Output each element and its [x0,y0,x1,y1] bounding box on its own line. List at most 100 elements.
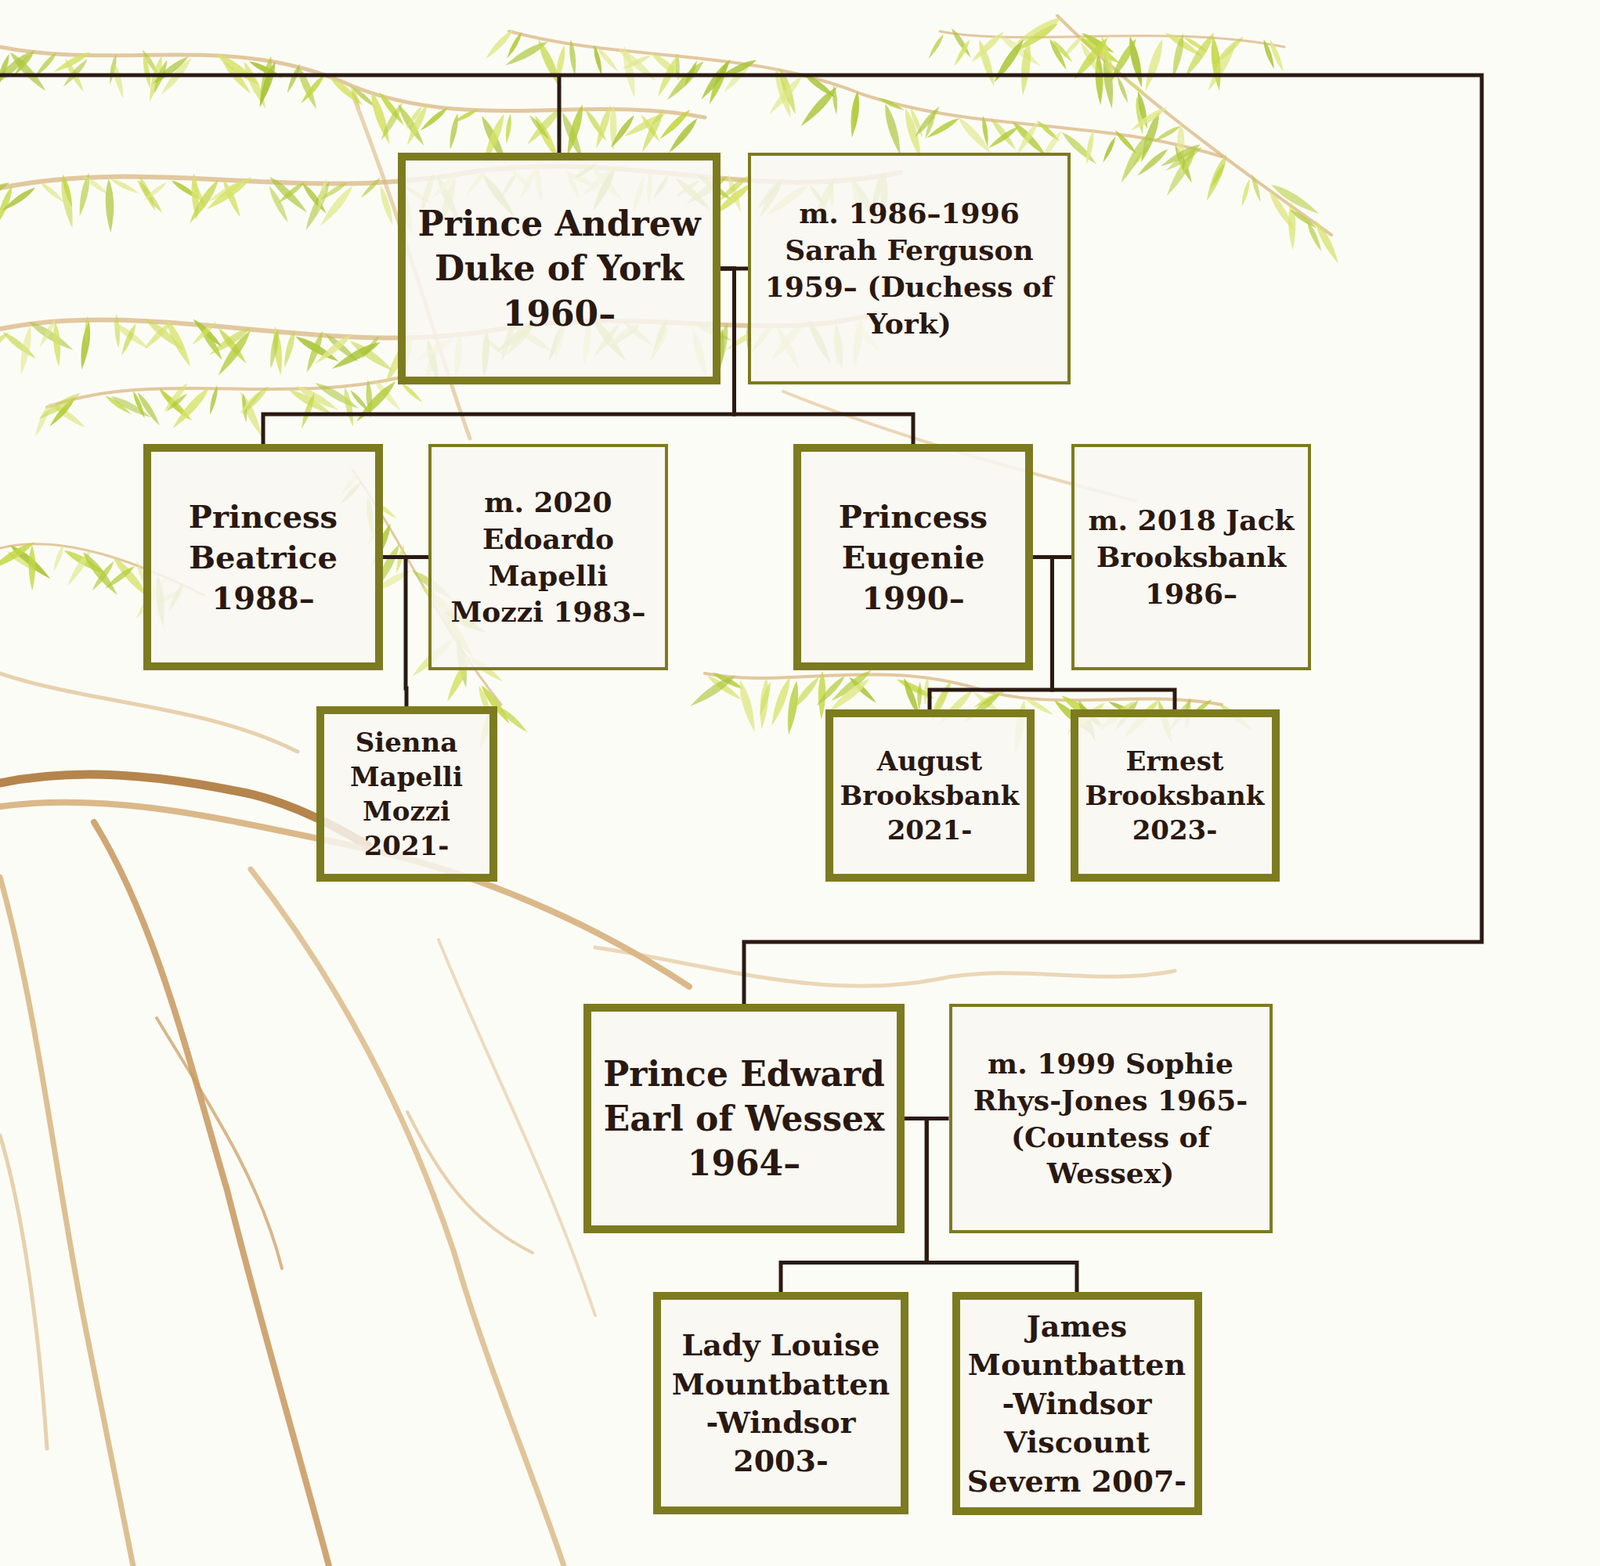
willow-leaf [26,317,76,354]
member-label: Prince Andrew Duke of York 1960– [411,201,707,336]
willow-leaf [32,400,53,438]
family-member-box: Prince Edward Earl of Wessex 1964– [583,1004,905,1234]
willow-leaf [768,675,795,728]
willow-leaf [281,328,298,369]
willow-leaf [697,57,734,102]
member-label: James Mountbatten -Windsor Viscount Seve… [964,1307,1190,1501]
willow-twig [46,375,408,408]
willow-leaf [28,545,36,591]
willow-leaf [367,90,394,146]
willow-leaf [353,379,398,426]
member-label: Prince Edward Earl of Wessex 1964– [597,1051,891,1187]
willow-leaf [119,322,138,358]
willow-branch [0,877,134,1566]
willow-leaf [108,176,140,196]
willow-leaf [563,103,586,158]
willow-leaf [1084,134,1095,164]
willow-twigs [0,15,1332,705]
family-member-box: James Mountbatten -Windsor Viscount Seve… [952,1292,1203,1516]
willow-leaf [592,104,614,150]
willow-leaf [37,317,58,349]
willow-leaf [980,115,990,147]
willow-leaf [666,115,701,156]
willow-leaf [169,384,213,431]
family-member-box: August Brooksbank 2021- [825,709,1035,882]
willow-leaf [1288,207,1319,231]
willow-leaf [36,390,84,423]
member-label: m. 1999 Sophie Rhys-Jones 1965- (Countes… [960,1045,1262,1192]
willow-leaf [0,329,39,362]
willow-leaf [0,49,33,91]
willow-leaf [110,59,127,100]
willow-branch [93,822,329,1566]
spouse-box: m. 2018 Jack Brooksbank 1986– [1071,444,1312,671]
member-label: m. 2020 Edoardo Mapelli Mozzi 1983– [439,483,658,631]
willow-leaf [798,83,841,130]
willow-leaf [758,677,771,730]
willow-leaf [214,328,254,378]
willow-leaf [829,667,875,705]
willow-branch [0,1135,47,1449]
willow-leaf [302,180,334,233]
willow-leaf [1202,152,1230,203]
parent-rail-line [0,75,1482,1005]
member-label: m. 2018 Jack Brooksbank 1986– [1082,502,1301,612]
willow-leaf [1249,173,1263,203]
willow-leaf [113,314,121,349]
willow-leaf [614,43,660,84]
willow-leaf [1094,53,1105,105]
willow-leaf [595,45,621,73]
willow-leaf [955,114,995,156]
willow-leaf [51,321,62,368]
willow-leaf [715,57,759,83]
willow-leaf [207,385,220,416]
willow-leaf [377,184,396,227]
willow-leaf [736,679,759,734]
willow-leaf [986,124,1021,151]
willow-leaf [359,175,383,199]
member-label: Princess Beatrice 1988– [157,496,369,619]
willow-leaf [926,32,946,61]
willow-leaf [359,334,381,362]
willow-leaf [1169,32,1187,80]
willow-branch [0,673,298,752]
willow-leaf [639,107,668,155]
willow-leaf [924,115,961,141]
willow-leaf [1126,35,1146,88]
willow-leaf [1018,39,1033,96]
willow-leaf [1261,38,1277,70]
willow-leaf [79,548,121,598]
willow-leaf [1101,135,1118,164]
spouse-box: m. 2020 Edoardo Mapelli Mozzi 1983– [428,444,669,671]
spouse-box: m. 1986–1996 Sarah Ferguson 1959– (Duche… [747,152,1071,385]
willow-leaf [716,173,751,203]
willow-leaf [1287,201,1297,250]
willow-leaf [1014,119,1041,157]
willow-leaf [483,27,516,62]
willow-leaf [0,538,37,573]
willow-leaf [140,54,153,90]
willow-leaf [496,704,530,735]
willow-branch [156,1018,282,1269]
willow-leaf [267,328,282,370]
willow-leaf [90,559,116,593]
willow-leaf [1129,104,1170,134]
willow-leaf [130,390,147,419]
willow-leaf [1239,178,1252,208]
willow-leaf [0,184,37,214]
member-label: August Brooksbank 2021- [837,744,1023,849]
willow-leaf [1209,161,1228,190]
willow-leaf [342,386,357,427]
willow-leaf [766,73,806,117]
willow-leaf [1163,144,1204,174]
family-member-box: Princess Beatrice 1988– [143,444,383,671]
willow-leaf [1304,220,1324,253]
willow-leaf [65,548,94,589]
descent-line [382,557,407,708]
willow-branch [438,939,596,1316]
willow-leaves [0,13,1342,755]
member-label: Lady Louise Mountbatten -Windsor 2003- [665,1325,896,1481]
willow-leaf [657,107,693,141]
willow-leaf [239,383,271,417]
willow-leaf [17,325,35,376]
